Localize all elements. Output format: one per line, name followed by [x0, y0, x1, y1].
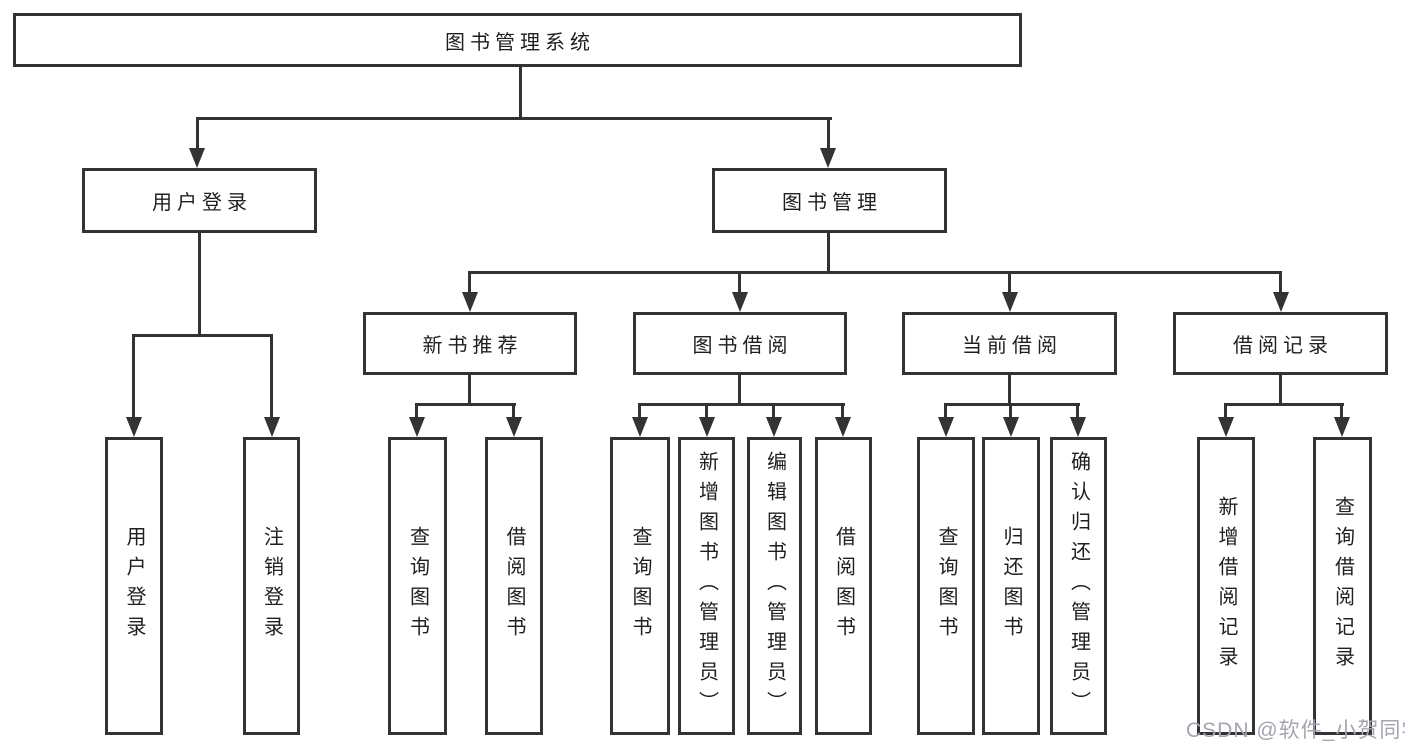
edge-line [468, 375, 471, 405]
arrowhead-icon [766, 417, 782, 437]
edge-line [738, 271, 741, 294]
csdn-watermark: CSDN @软件_小贺同学 [1186, 719, 1405, 742]
edge-line [512, 403, 515, 419]
arrowhead-icon [1070, 417, 1086, 437]
node-leaf-confirm-return-admin: 确认归还（管理员） [1050, 437, 1107, 735]
edge-line [1224, 403, 1344, 406]
node-book-borrowing: 图书借阅 [633, 312, 847, 375]
edge-line [132, 334, 135, 419]
edge-line [638, 403, 641, 419]
edge-line [827, 117, 830, 150]
node-leaf-borrow-books-1: 借阅图书 [485, 437, 543, 735]
edge-line [1279, 271, 1282, 294]
edge-line [638, 403, 845, 406]
node-leaf-query-books-1: 查询图书 [388, 437, 447, 735]
node-root: 图书管理系统 [13, 13, 1022, 67]
node-leaf-add-book-admin: 新增图书（管理员） [678, 437, 735, 735]
arrowhead-icon [506, 417, 522, 437]
arrowhead-icon [462, 292, 478, 312]
edge-line [198, 233, 201, 336]
arrowhead-icon [264, 417, 280, 437]
arrowhead-icon [699, 417, 715, 437]
edge-line [1224, 403, 1227, 419]
edge-line [1008, 271, 1011, 294]
edge-line [415, 403, 418, 419]
node-leaf-add-borrow-record: 新增借阅记录 [1197, 437, 1255, 735]
arrowhead-icon [126, 417, 142, 437]
edge-line [841, 403, 844, 419]
node-borrowing-records: 借阅记录 [1173, 312, 1388, 375]
edge-line [1340, 403, 1343, 419]
arrowhead-icon [1002, 292, 1018, 312]
edge-line [519, 67, 522, 119]
edge-line [415, 403, 516, 406]
node-leaf-query-books-2: 查询图书 [610, 437, 670, 735]
edge-line [1009, 403, 1012, 419]
edge-line [196, 117, 199, 150]
node-leaf-edit-book-admin: 编辑图书（管理员） [747, 437, 802, 735]
edge-line [738, 375, 741, 405]
arrowhead-icon [632, 417, 648, 437]
edge-line [132, 334, 273, 337]
node-user-login: 用户登录 [82, 168, 317, 233]
arrowhead-icon [1003, 417, 1019, 437]
arrowhead-icon [835, 417, 851, 437]
edge-line [772, 403, 775, 419]
edge-line [944, 403, 1080, 406]
arrowhead-icon [189, 148, 205, 168]
node-leaf-return-book: 归还图书 [982, 437, 1040, 735]
edge-line [270, 334, 273, 419]
arrowhead-icon [409, 417, 425, 437]
node-leaf-query-borrow-record: 查询借阅记录 [1313, 437, 1372, 735]
arrowhead-icon [1273, 292, 1289, 312]
edge-line [468, 271, 1282, 274]
edge-line [705, 403, 708, 419]
edge-line [196, 117, 832, 120]
edge-line [1279, 375, 1282, 405]
node-leaf-query-books-3: 查询图书 [917, 437, 975, 735]
node-current-borrowing: 当前借阅 [902, 312, 1117, 375]
node-new-book-recommend: 新书推荐 [363, 312, 577, 375]
edge-line [1076, 403, 1079, 419]
edge-line [1008, 375, 1011, 405]
node-leaf-logout: 注销登录 [243, 437, 300, 735]
arrowhead-icon [1334, 417, 1350, 437]
arrowhead-icon [1218, 417, 1234, 437]
node-leaf-borrow-books-2: 借阅图书 [815, 437, 872, 735]
arrowhead-icon [820, 148, 836, 168]
arrowhead-icon [732, 292, 748, 312]
edge-line [827, 233, 830, 273]
node-leaf-user-login: 用户登录 [105, 437, 163, 735]
node-book-management: 图书管理 [712, 168, 947, 233]
edge-line [944, 403, 947, 419]
edge-line [468, 271, 471, 294]
arrowhead-icon [938, 417, 954, 437]
